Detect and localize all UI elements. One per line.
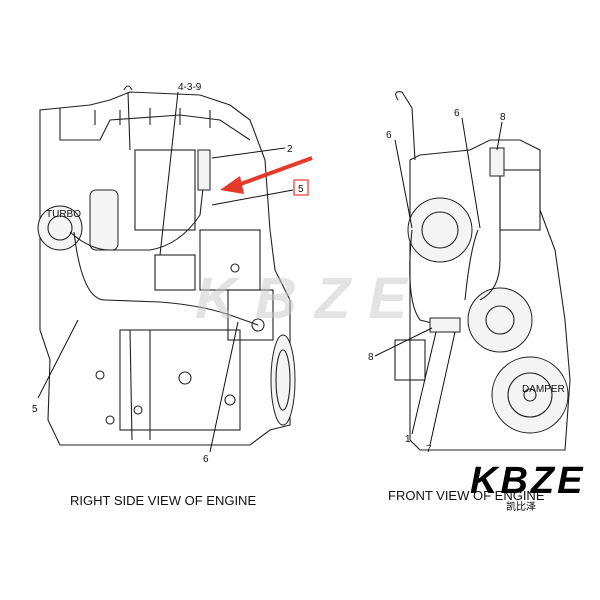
label-1: 1: [405, 434, 411, 445]
label-damper: DAMPER: [522, 384, 565, 395]
logo-subtext: 凯比泽: [506, 500, 536, 513]
caption-right-side-view: RIGHT SIDE VIEW OF ENGINE: [70, 493, 256, 508]
label-4-3-9: 4-3-9: [178, 82, 202, 93]
caption-front-view: FRONT VIEW OF ENGINE: [388, 488, 545, 503]
label-5: 5: [32, 404, 38, 415]
brand-logo: KBZE 凯比泽: [470, 460, 585, 513]
label-6: 6: [203, 454, 209, 465]
front-view: 6 6 8 8 1 7 DAMPER FRONT VIEW OF ENGINE: [368, 91, 571, 503]
logo-text: KBZE: [470, 460, 585, 502]
highlight-box-5: [293, 179, 309, 196]
label-5-boxed: 5: [298, 184, 304, 195]
label-6-left: 6: [386, 130, 392, 141]
right-side-view: 4-3-9 2 5 TURBO 5 6 RIGHT SIDE VIEW OF E…: [32, 82, 313, 508]
watermark: KBZE: [195, 266, 425, 331]
label-8-top: 8: [500, 112, 506, 123]
label-turbo: TURBO: [46, 209, 81, 220]
label-7: 7: [426, 444, 432, 455]
label-2: 2: [287, 144, 293, 155]
label-6-right: 6: [454, 108, 460, 119]
label-8-left: 8: [368, 352, 374, 363]
